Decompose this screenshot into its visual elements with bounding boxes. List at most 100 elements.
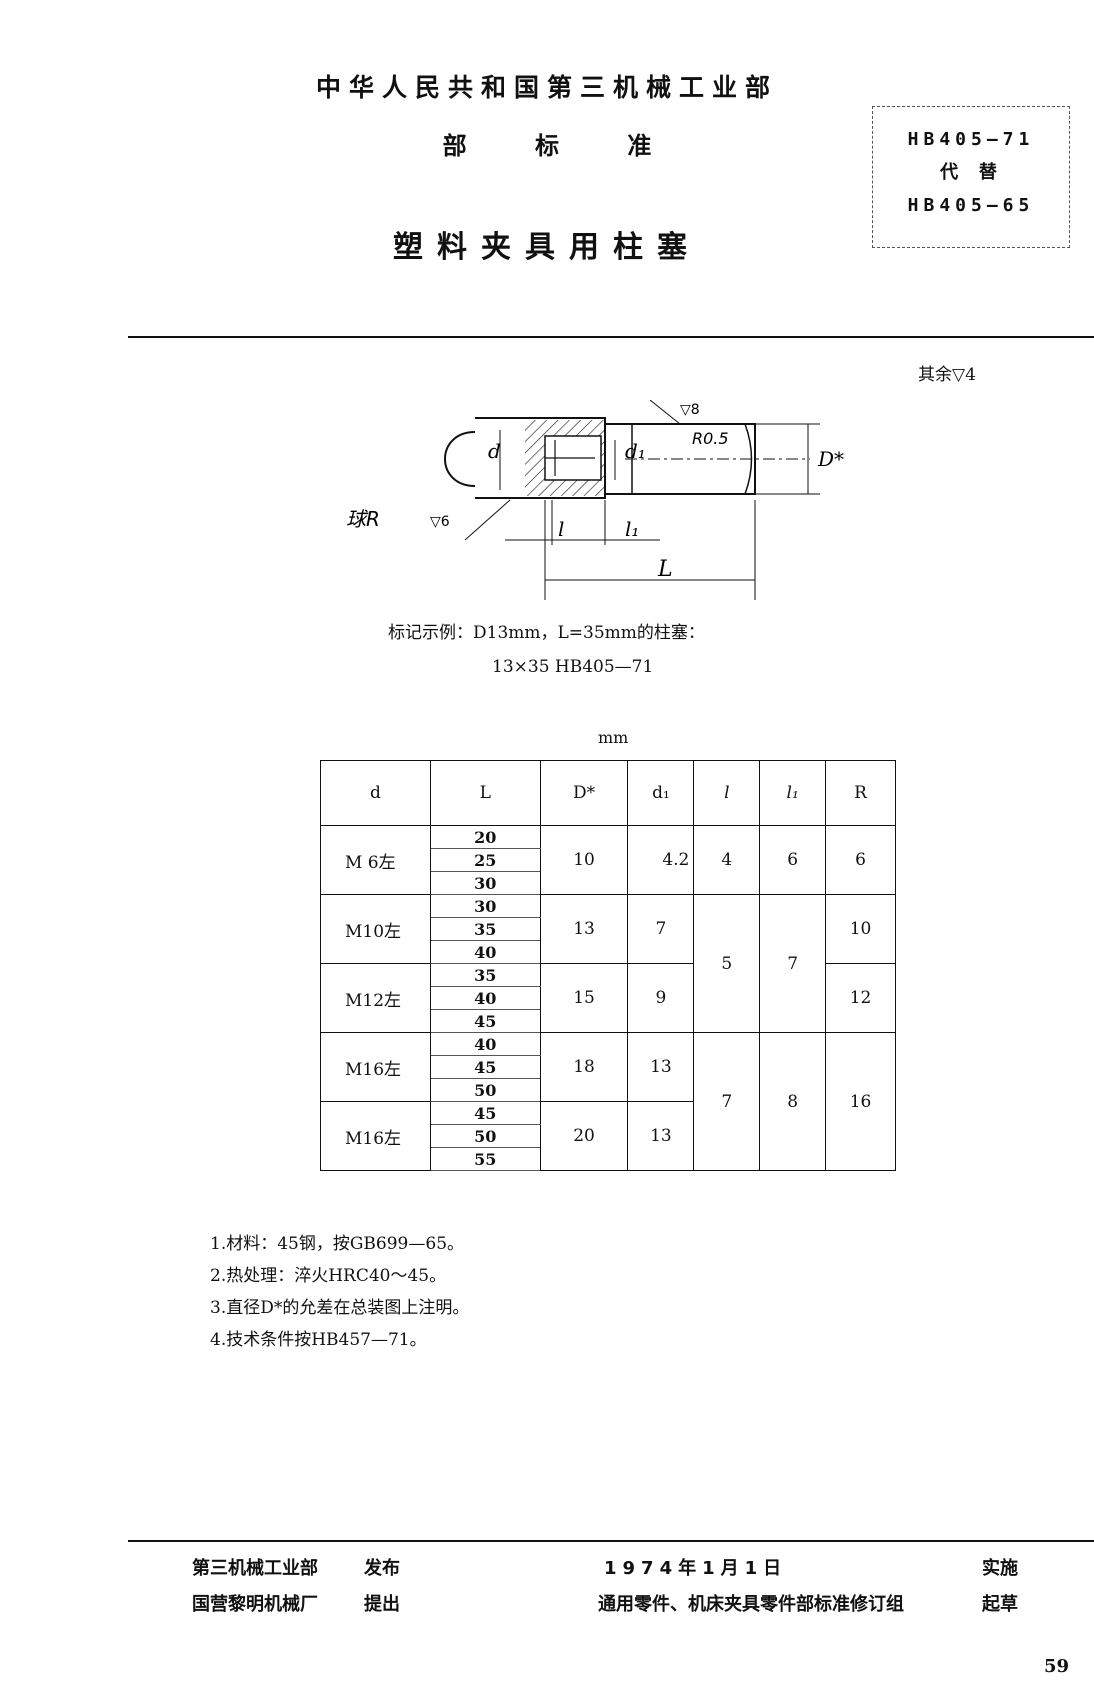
footer-date: 1974年1月1日 bbox=[604, 1558, 788, 1579]
cell-D: 13 bbox=[539, 894, 629, 964]
page-number: 59 bbox=[1044, 1656, 1070, 1677]
roughness-note: 其余▽4 bbox=[918, 365, 976, 385]
header-d1: d₁ bbox=[627, 760, 695, 826]
marking-example: 标记示例：D13mm，L=35mm的柱塞： 13×35 HB405—71 bbox=[388, 616, 705, 684]
table-row: 45 bbox=[321, 1009, 896, 1033]
technical-notes: 1.材料：45钢，按GB699—65。 2.热处理：淬火HRC40～45。 3.… bbox=[210, 1228, 469, 1356]
table-row: M10左 30 13 7 5 7 10 bbox=[320, 894, 896, 1033]
note-item: 4.技术条件按HB457—71。 bbox=[210, 1330, 427, 1350]
cell-R: 12 bbox=[825, 963, 896, 1033]
header-d: d bbox=[320, 760, 431, 826]
cell-D: 10 bbox=[539, 825, 629, 895]
cell-L: 35 bbox=[429, 917, 541, 941]
table-row: 25 bbox=[321, 848, 896, 872]
footer-implement-label: 实施 bbox=[982, 1558, 1018, 1579]
table-row: M16左 45 20 13 bbox=[320, 1101, 896, 1171]
footer-drafter: 通用零件、机床夹具零件部标准修订组 bbox=[598, 1594, 904, 1615]
label-ball-r: 球R bbox=[346, 507, 380, 531]
table-row: M 6左 20 10 4.2 4 6 6 bbox=[320, 825, 896, 895]
cell-R: 16 bbox=[825, 1032, 896, 1171]
header-divider bbox=[128, 336, 1094, 338]
label-l: l bbox=[558, 517, 564, 541]
label-d: d bbox=[488, 439, 501, 463]
cell-L: 40 bbox=[429, 986, 541, 1010]
table-row: 35 bbox=[321, 917, 896, 941]
label-finish6: ▽6 bbox=[430, 514, 450, 530]
cell-D: 15 bbox=[539, 963, 629, 1033]
footer-propose-label: 提出 bbox=[364, 1594, 400, 1615]
cell-d: M 6左 bbox=[320, 825, 431, 895]
note-item: 2.热处理：淬火HRC40～45。 bbox=[210, 1266, 447, 1286]
cell-L: 50 bbox=[429, 1078, 541, 1102]
cell-D: 20 bbox=[539, 1101, 629, 1171]
note-item: 1.材料：45钢，按GB699—65。 bbox=[210, 1234, 465, 1254]
ministry-name: 中华人民共和国第三机械工业部 bbox=[315, 73, 778, 102]
header-l: l bbox=[693, 760, 761, 826]
dimension-table: d L D* d₁ l l₁ R M 6左 20 10 4.2 4 6 6 25… bbox=[320, 760, 896, 1171]
cell-l1: 8 bbox=[759, 1032, 827, 1171]
cell-L: 40 bbox=[429, 1032, 541, 1056]
cell-d: M16左 bbox=[320, 1101, 431, 1171]
note-item: 3.直径D*的允差在总装图上注明。 bbox=[210, 1298, 470, 1318]
table-row: M16左 40 18 13 7 8 16 bbox=[320, 1032, 896, 1171]
plunger-drawing: d d₁ R0.5 ▽8 D* 球R ▽6 l l₁ L bbox=[346, 400, 844, 600]
footer-divider bbox=[128, 1540, 1094, 1542]
cell-L: 25 bbox=[429, 848, 541, 872]
table-row: 30 bbox=[321, 871, 896, 895]
cell-d1: 4.2 bbox=[627, 825, 695, 895]
example-line-1: 标记示例：D13mm，L=35mm的柱塞： bbox=[388, 623, 705, 643]
cell-l1: 7 bbox=[759, 894, 827, 1033]
label-d1: d₁ bbox=[625, 439, 646, 463]
cell-L: 45 bbox=[429, 1055, 541, 1079]
footer-issue-label: 发布 bbox=[364, 1558, 400, 1579]
standard-code: HB405—71 bbox=[907, 129, 1035, 150]
cell-L: 45 bbox=[429, 1009, 541, 1033]
table-row: M12左 35 15 9 12 bbox=[320, 963, 896, 1033]
cell-L: 50 bbox=[429, 1124, 541, 1148]
cell-d1: 7 bbox=[627, 894, 695, 964]
table-row: 50 bbox=[321, 1124, 896, 1148]
cell-L: 30 bbox=[429, 894, 541, 918]
cell-L: 45 bbox=[429, 1101, 541, 1125]
cell-d: M16左 bbox=[320, 1032, 431, 1102]
replace-label: 代 替 bbox=[940, 162, 1002, 183]
cell-R: 6 bbox=[825, 825, 896, 895]
label-l1: l₁ bbox=[625, 517, 639, 541]
header-l1: l₁ bbox=[759, 760, 827, 826]
label-big-l: L bbox=[657, 557, 673, 582]
ball-end bbox=[444, 431, 476, 487]
cell-L: 55 bbox=[429, 1147, 541, 1171]
cell-L: 20 bbox=[429, 825, 541, 849]
footer-draft-label: 起草 bbox=[982, 1594, 1018, 1615]
label-dstar: D* bbox=[817, 447, 844, 471]
header-L: L bbox=[429, 760, 541, 826]
cell-l1: 6 bbox=[759, 825, 827, 895]
cell-d1: 9 bbox=[627, 963, 695, 1033]
table-header-row: d L D* d₁ l l₁ R bbox=[320, 760, 896, 826]
example-line-2: 13×35 HB405—71 bbox=[492, 657, 654, 677]
footer-issuer: 第三机械工业部 bbox=[192, 1558, 318, 1579]
table-row: 55 bbox=[321, 1147, 896, 1171]
cell-d: M10左 bbox=[320, 894, 431, 964]
cell-L: 30 bbox=[429, 871, 541, 895]
standard-code-box: HB405—71 代 替 HB405—65 bbox=[872, 106, 1070, 248]
header-R: R bbox=[825, 760, 896, 826]
old-standard-code: HB405—65 bbox=[907, 195, 1035, 216]
document-type: 部 标 准 bbox=[442, 132, 652, 160]
cell-D: 18 bbox=[539, 1032, 629, 1102]
cell-d1: 13 bbox=[627, 1101, 695, 1171]
table-unit: mm bbox=[598, 728, 629, 747]
cell-l: 7 bbox=[693, 1032, 761, 1171]
document-title: 塑料夹具用柱塞 bbox=[393, 230, 701, 265]
label-finish8: ▽8 bbox=[680, 402, 700, 418]
cell-l: 4 bbox=[693, 825, 761, 895]
header-D: D* bbox=[539, 760, 629, 826]
cell-d1: 13 bbox=[627, 1032, 695, 1102]
cell-R: 10 bbox=[825, 894, 896, 964]
cell-l: 5 bbox=[693, 894, 761, 1033]
footer-proposer: 国营黎明机械厂 bbox=[192, 1594, 318, 1615]
cell-L: 40 bbox=[429, 940, 541, 964]
label-r05: R0.5 bbox=[692, 429, 729, 448]
cell-d: M12左 bbox=[320, 963, 431, 1033]
cell-L: 35 bbox=[429, 963, 541, 987]
